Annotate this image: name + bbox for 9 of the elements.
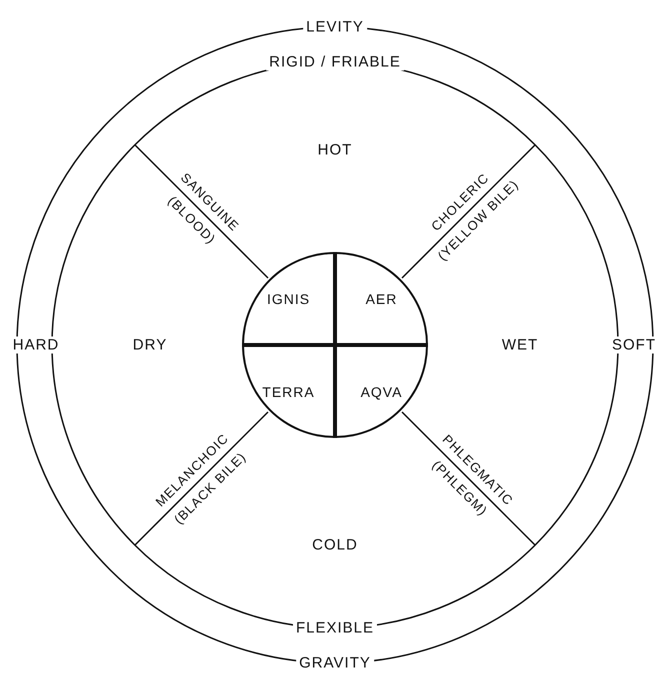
element-quadrant bbox=[335, 252, 428, 345]
element-name: AER bbox=[366, 290, 398, 306]
element-quadrant bbox=[335, 345, 428, 438]
element-quadrant bbox=[242, 252, 335, 345]
element-name: AQVA bbox=[360, 384, 402, 400]
element-name: TERRA bbox=[262, 384, 315, 400]
ring-label: RIGID / FRIABLE bbox=[266, 54, 404, 70]
element-quadrant bbox=[242, 345, 335, 438]
element-name: IGNIS bbox=[266, 290, 310, 306]
